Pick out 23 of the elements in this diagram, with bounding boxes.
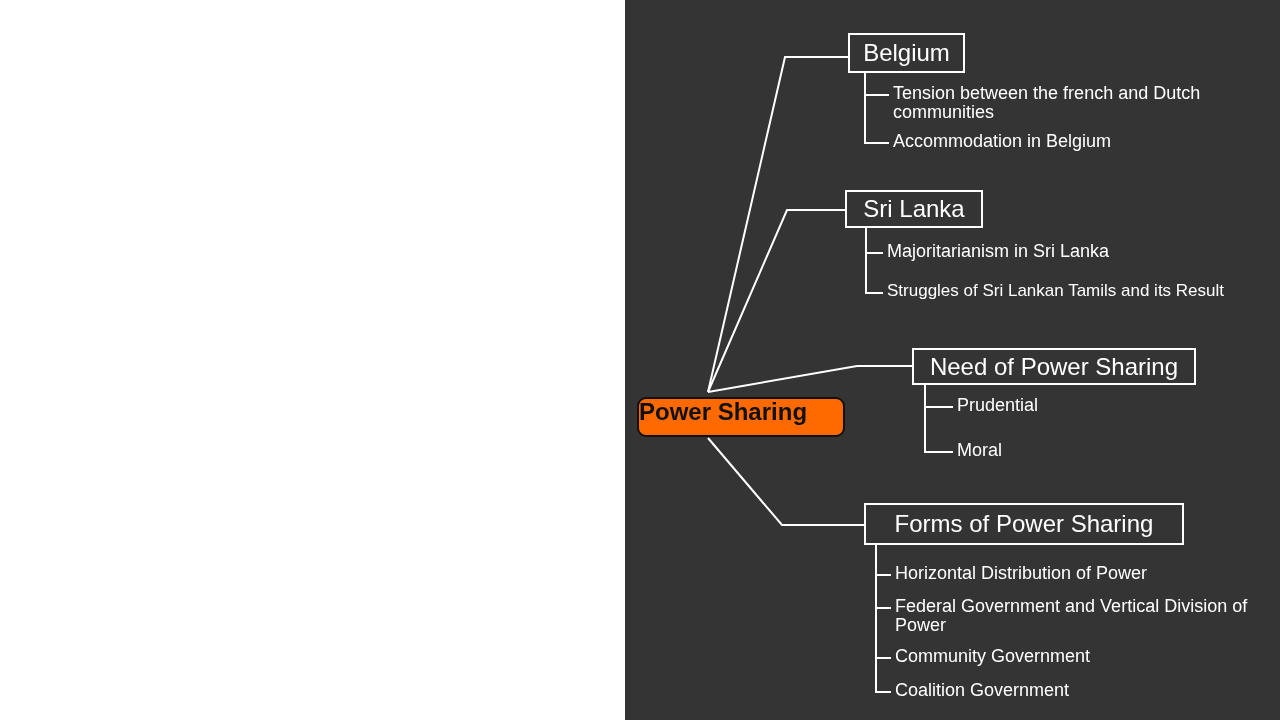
subtopic-text: Coalition Government: [895, 681, 1195, 700]
subtopic-text: Prudential: [957, 396, 1157, 415]
subtopic-text: Tension between the french and Dutch communities: [893, 84, 1263, 122]
subtopic-text: Majoritarianism in Sri Lanka: [887, 242, 1187, 261]
branch-line: [707, 437, 865, 526]
subtopic-text: Community Government: [895, 647, 1195, 666]
subtopic-text: Federal Government and Vertical Division of Power: [895, 597, 1275, 635]
subtopic-text: Struggles of Sri Lankan Tamils and its Result: [887, 282, 1279, 300]
bracket-line: [875, 544, 892, 693]
bracket-line: [924, 384, 954, 453]
bracket-line: [865, 227, 884, 294]
subtopic-text: Accommodation in Belgium: [893, 132, 1193, 151]
topic-box: Need of Power Sharing: [912, 348, 1196, 385]
bracket-line: [864, 72, 890, 144]
subtopic-text: Horizontal Distribution of Power: [895, 564, 1265, 583]
branch-line: [707, 209, 846, 393]
branch-line: [707, 365, 913, 393]
topic-box: Sri Lanka: [845, 190, 983, 228]
central-topic-box: Power Sharing: [637, 397, 845, 437]
branch-line: [707, 56, 849, 393]
topic-box: Belgium: [848, 33, 965, 73]
topic-box: Forms of Power Sharing: [864, 503, 1184, 545]
subtopic-text: Moral: [957, 441, 1157, 460]
